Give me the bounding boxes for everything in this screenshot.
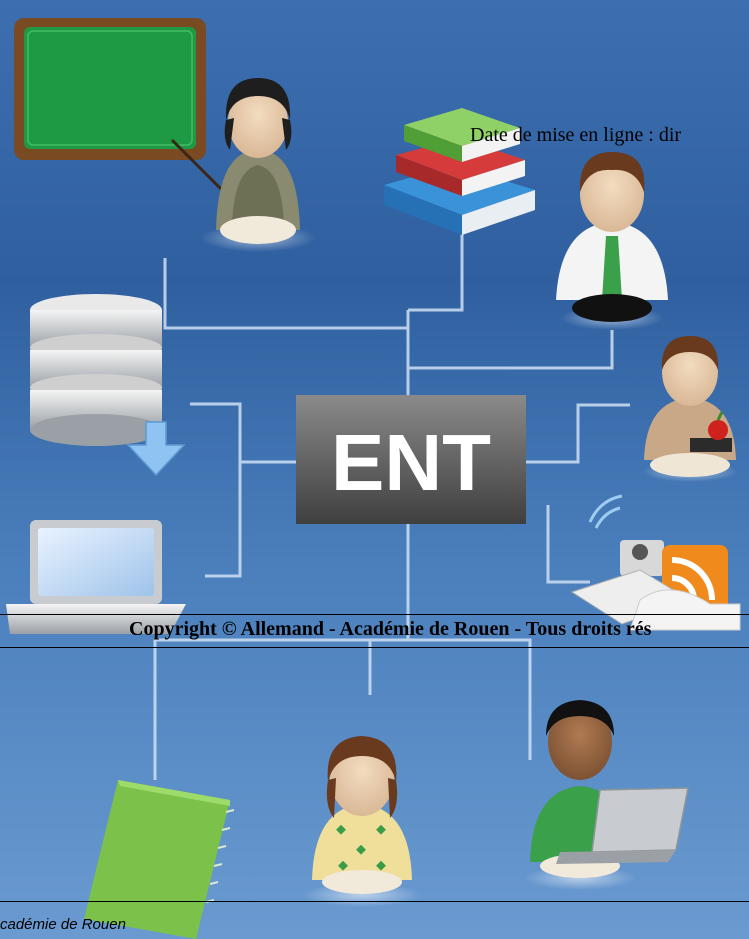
footer-bar: cadémie de Rouen [0,901,749,939]
ent-label: ENT [331,418,491,507]
ent-logo: ENT [296,395,526,524]
notebook-icon [84,780,235,939]
student-boy-icon [642,336,738,482]
chalkboard-icon [14,18,234,202]
network-lines [153,230,630,780]
teacher-icon [200,78,316,252]
database-icon [30,294,186,477]
copyright-bar: Copyright © Allemand - Académie de Rouen… [0,614,749,648]
publication-date: Date de mise en ligne : dir [470,124,682,146]
administrator-icon [556,152,668,330]
copyright-text: Copyright © Allemand - Académie de Rouen… [129,618,652,640]
laptop-icon [6,520,186,634]
rss-devices-icon [570,494,741,631]
books-icon [384,108,535,235]
footer-text: cadémie de Rouen [0,916,126,933]
student-girl-icon [302,736,422,907]
student-laptop-icon [524,700,689,890]
